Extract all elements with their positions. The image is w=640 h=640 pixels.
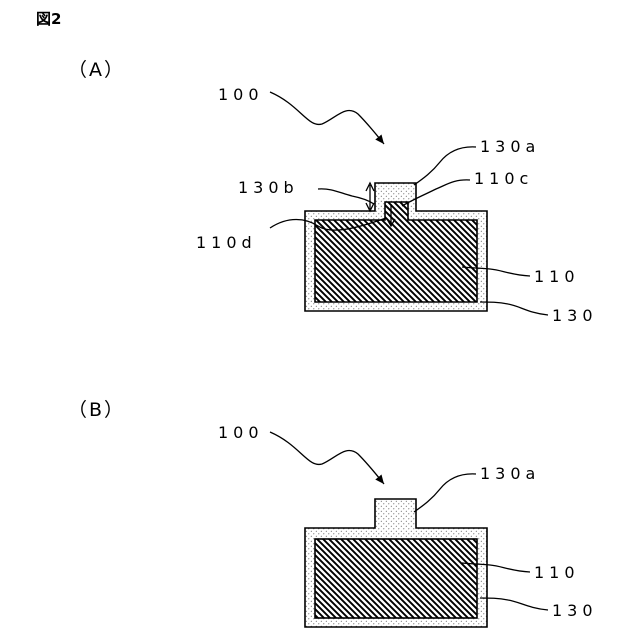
ref-100-a: 100 bbox=[218, 85, 264, 104]
ref-110d-a: 110d bbox=[196, 233, 257, 252]
ref-130a-b: 130a bbox=[480, 464, 540, 483]
panel-a: （A） 100 130a 130b 110c 110d 110 130 bbox=[68, 59, 598, 325]
leader-100-b bbox=[270, 432, 384, 484]
leader-100-a bbox=[270, 92, 384, 144]
ref-110-a: 110 bbox=[534, 267, 580, 286]
ref-110c-a: 110c bbox=[474, 169, 533, 188]
figure-title: 図2 bbox=[36, 10, 61, 28]
panel-b-label: （B） bbox=[68, 399, 125, 421]
leader-130b-a bbox=[318, 189, 374, 204]
ref-130-b: 130 bbox=[552, 601, 598, 620]
panel-a-label: （A） bbox=[68, 59, 125, 81]
ref-100-b: 100 bbox=[218, 423, 264, 442]
electrode-110-shape-b bbox=[315, 539, 477, 618]
ref-130b-a: 130b bbox=[238, 178, 299, 197]
ref-130-a: 130 bbox=[552, 306, 598, 325]
leader-130a-b bbox=[414, 474, 476, 512]
ref-110-b: 110 bbox=[534, 563, 580, 582]
leader-130-b bbox=[480, 598, 548, 610]
panel-b: （B） 100 130a 110 130 bbox=[68, 399, 598, 627]
ref-130a-a: 130a bbox=[480, 137, 540, 156]
leader-130-a bbox=[480, 302, 548, 315]
